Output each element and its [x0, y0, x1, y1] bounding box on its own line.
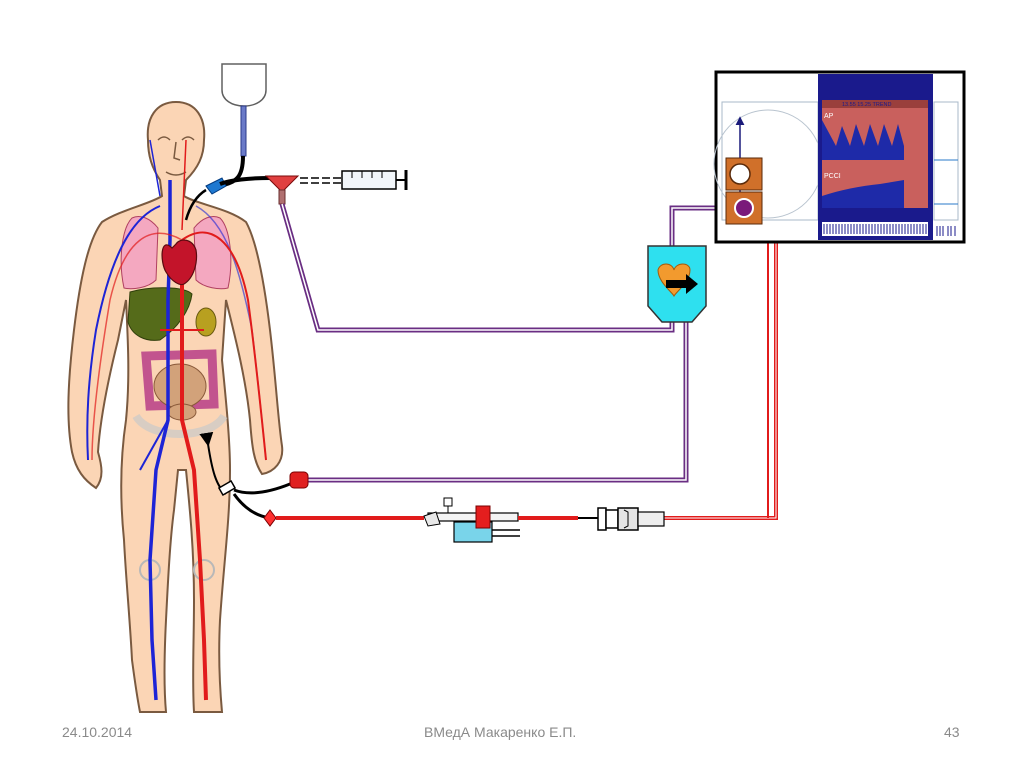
- central-venous-connector: [205, 177, 227, 195]
- injectate-port-stem: [278, 189, 286, 205]
- monitor-header-values: 13.55 15.25 TREND: [842, 102, 891, 108]
- femoral-arterial-catheter: [199, 431, 424, 527]
- pcci-trend-curve: [822, 180, 904, 208]
- large-intestine: [141, 349, 219, 411]
- arterial-system: [91, 139, 267, 701]
- injectate-port: [264, 175, 300, 191]
- monitor-label-ap: AP: [824, 113, 834, 120]
- infusion-system: [184, 63, 408, 221]
- stopcock-left: [263, 509, 277, 527]
- iv-bag: [221, 63, 267, 107]
- syringe-barrel: [341, 170, 397, 190]
- slide-number: 43: [944, 724, 960, 740]
- cvc-into-body: [184, 188, 207, 221]
- flush-valve: [475, 505, 491, 529]
- footer-date: 24.10.2014: [62, 724, 133, 740]
- arrow-right-icon: [666, 274, 698, 294]
- femoral-catheter-hub: [217, 480, 237, 496]
- monitor-barcode-strip: [823, 224, 927, 234]
- kidney: [195, 307, 217, 337]
- footer-author: ВМедА Макаренко Е.П.: [424, 724, 577, 740]
- connection-lines: [279, 176, 778, 520]
- left-lung: [120, 215, 159, 290]
- iv-drip-tube: [240, 105, 247, 157]
- heart: [161, 239, 198, 286]
- right-lung: [193, 215, 232, 290]
- arterial-thermistor-line: [308, 322, 689, 483]
- pelvis: [132, 413, 228, 438]
- thermistor-connector: [289, 471, 309, 489]
- pressure-transducer: [578, 507, 665, 531]
- flush-device: [423, 497, 578, 543]
- interface-module: [647, 245, 707, 323]
- central-venous-catheter: [219, 176, 271, 186]
- picco-monitor: 13.55 15.25 TREND AP PCCI: [713, 70, 966, 244]
- monitor-label-pcci: PCCI: [824, 173, 841, 180]
- right-knee: [193, 559, 215, 581]
- human-body-figure: [67, 100, 284, 713]
- arterial-pressure-waveform: [822, 120, 904, 160]
